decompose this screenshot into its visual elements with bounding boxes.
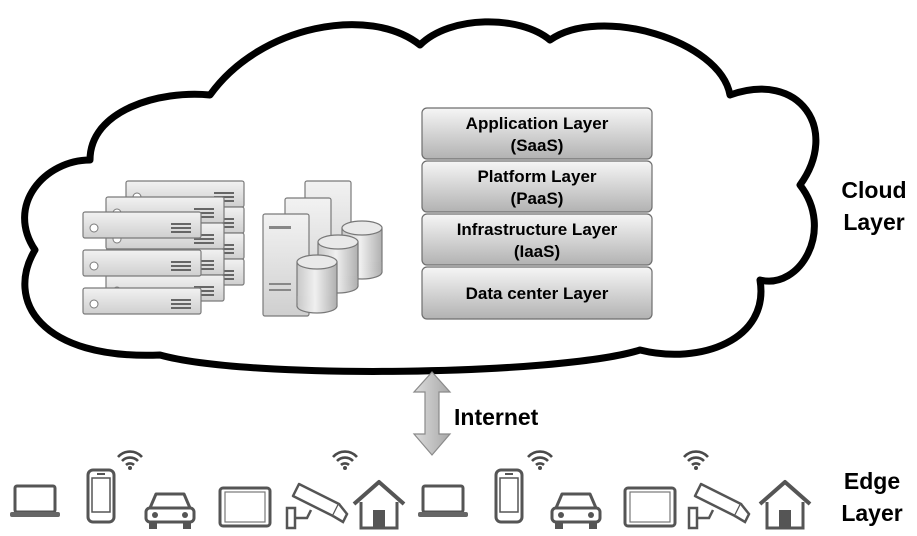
car-icon [144,492,196,529]
stack-box-datacenter-line1: Data center Layer [466,284,609,303]
internet-label: Internet [454,404,539,430]
tablet-icon [623,486,677,528]
edge-layer-label-line1: Edge [844,468,900,494]
stack-box-platform-line2: (PaaS) [511,189,564,208]
laptop-icon [10,484,60,517]
house-icon [352,480,406,530]
stack-box-infrastructure-line2: (IaaS) [514,242,560,261]
stack-box-infrastructure: Infrastructure Layer (IaaS) [421,213,653,266]
layer-stack: Application Layer (SaaS) Platform Layer … [421,107,653,320]
wifi-icon [682,450,710,472]
cctv-camera-icon [285,482,349,530]
car-icon [550,492,602,529]
stack-box-platform: Platform Layer (PaaS) [421,160,653,213]
cloud-layer-label-line2: Layer [843,209,904,235]
laptop-icon [418,484,468,517]
wifi-icon [331,450,359,472]
server-rack-front [82,211,202,315]
stack-box-application-line1: Application Layer [466,114,609,133]
smartphone-icon [86,468,116,524]
cctv-camera-icon [687,482,751,530]
stack-box-platform-line1: Platform Layer [477,167,596,186]
stack-box-application: Application Layer (SaaS) [421,107,653,160]
cloud-layer-label-line1: Cloud [841,177,906,203]
stack-box-infrastructure-line1: Infrastructure Layer [457,220,618,239]
wifi-icon [116,450,144,472]
house-icon [758,480,812,530]
stack-box-datacenter: Data center Layer [421,266,653,320]
bidirectional-arrow-icon [412,371,452,456]
tablet-icon [218,486,272,528]
wifi-icon [526,450,554,472]
stack-box-application-line2: (SaaS) [511,136,564,155]
smartphone-icon [494,468,524,524]
edge-layer-label-line2: Layer [841,500,902,526]
